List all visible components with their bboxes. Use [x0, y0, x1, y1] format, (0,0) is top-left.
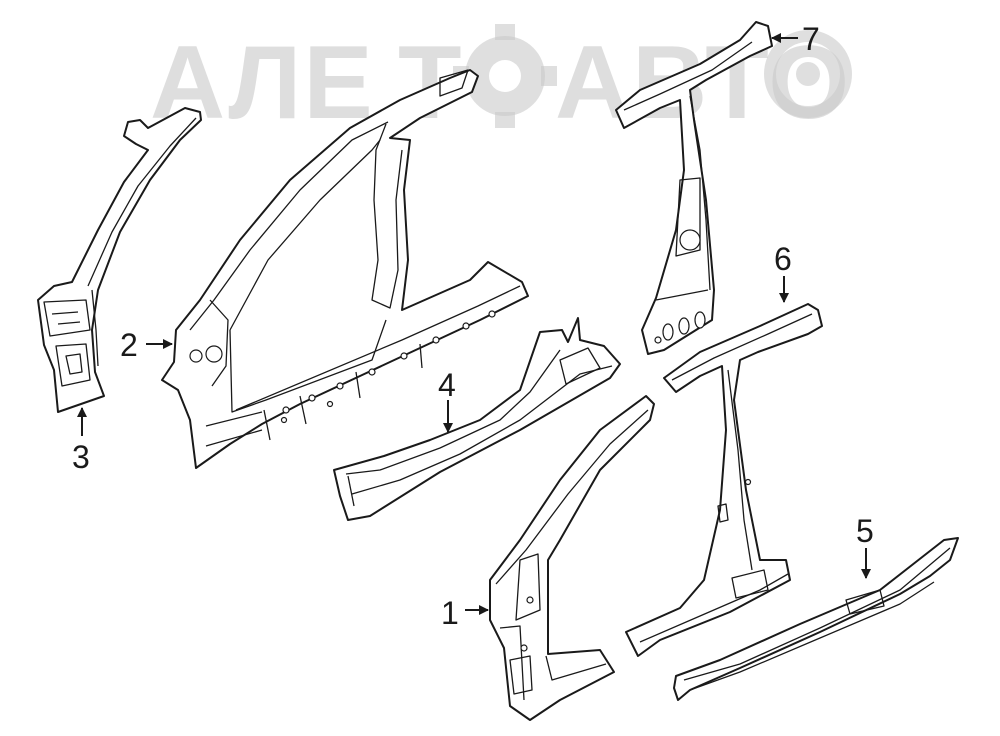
part-4-rocker-panel [333, 317, 621, 521]
part-7-roof-rail-reinforcement [615, 21, 773, 355]
callout-6: 6 [774, 241, 792, 277]
part-1-front-pillar-lower [489, 395, 655, 721]
callout-3: 3 [72, 439, 90, 475]
callout-5: 5 [856, 513, 874, 549]
callout-1: 1 [441, 595, 459, 631]
part-6-center-pillar [625, 303, 823, 657]
callout-7: 7 [802, 21, 820, 57]
callout-4: 4 [438, 367, 456, 403]
part-2-body-side-outer [161, 69, 529, 469]
registered-mark-icon [764, 30, 852, 118]
part-5-rocker-reinforcement [673, 537, 959, 701]
part-3-front-pillar-inner [37, 107, 202, 413]
callout-2: 2 [120, 327, 138, 363]
callout-labels: 1 2 3 4 5 6 7 [72, 21, 874, 631]
callout-leaders [77, 33, 871, 615]
